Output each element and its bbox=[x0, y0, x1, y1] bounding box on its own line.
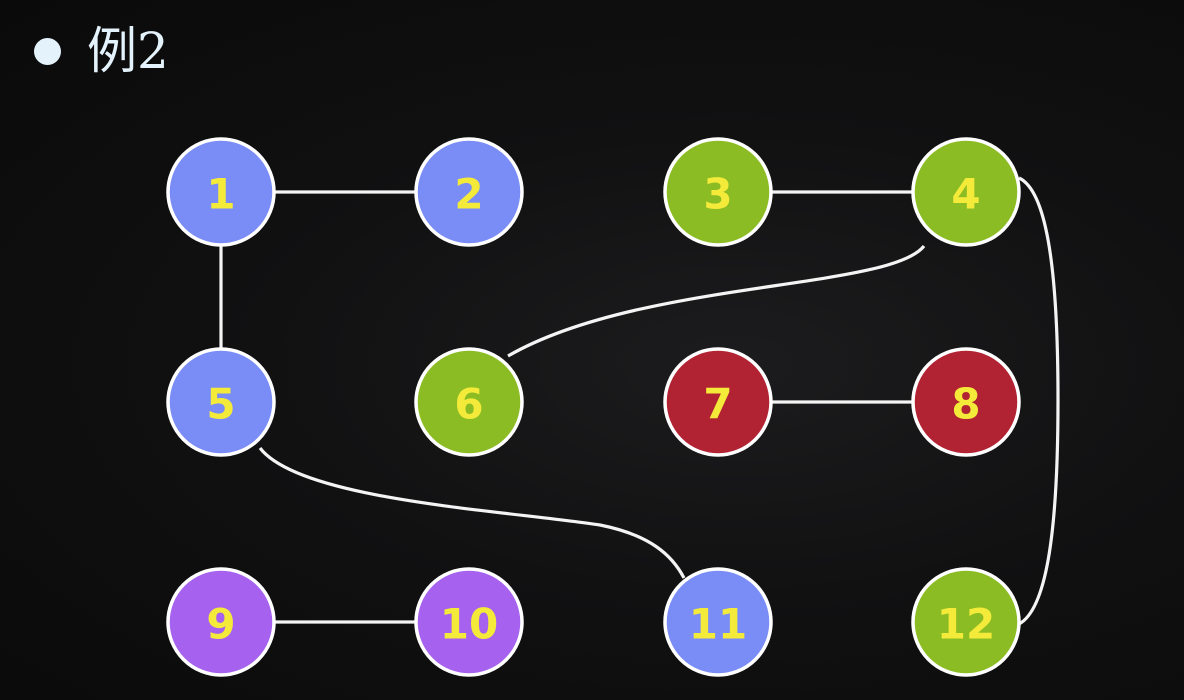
node-circle bbox=[414, 137, 524, 247]
node-6: 6 bbox=[414, 347, 524, 457]
edge-4-6 bbox=[507, 244, 926, 358]
bullet-icon bbox=[34, 37, 61, 65]
node-label: 12 bbox=[937, 600, 995, 649]
node-12: 12 bbox=[911, 567, 1021, 677]
node-circle bbox=[414, 347, 524, 457]
node-label: 1 bbox=[206, 170, 235, 219]
node-label: 7 bbox=[703, 380, 732, 429]
node-9: 9 bbox=[166, 567, 276, 677]
node-label: 2 bbox=[454, 170, 483, 219]
node-1: 1 bbox=[166, 137, 276, 247]
title-text: 例2 bbox=[87, 22, 169, 80]
node-circle bbox=[166, 567, 276, 677]
node-8: 8 bbox=[911, 347, 1021, 457]
node-label: 11 bbox=[689, 600, 747, 649]
node-7: 7 bbox=[663, 347, 773, 457]
node-10: 10 bbox=[414, 567, 524, 677]
node-2: 2 bbox=[414, 137, 524, 247]
node-label: 10 bbox=[440, 600, 498, 649]
node-circle bbox=[663, 137, 773, 247]
node-circle bbox=[911, 567, 1021, 677]
node-circle bbox=[911, 137, 1021, 247]
node-circle bbox=[663, 347, 773, 457]
node-label: 9 bbox=[206, 600, 235, 649]
edge-4-12 bbox=[1018, 176, 1060, 626]
node-label: 8 bbox=[951, 380, 980, 429]
node-label: 3 bbox=[703, 170, 732, 219]
node-circle bbox=[663, 567, 773, 677]
node-3: 3 bbox=[663, 137, 773, 247]
node-4: 4 bbox=[911, 137, 1021, 247]
node-label: 5 bbox=[206, 380, 235, 429]
node-circle bbox=[414, 567, 524, 677]
edge-5-11 bbox=[258, 447, 686, 579]
node-circle bbox=[166, 347, 276, 457]
node-label: 4 bbox=[951, 170, 980, 219]
node-label: 6 bbox=[454, 380, 483, 429]
node-circle bbox=[911, 347, 1021, 457]
slide-title: 例2 bbox=[34, 26, 169, 76]
node-circle bbox=[166, 137, 276, 247]
node-11: 11 bbox=[663, 567, 773, 677]
node-5: 5 bbox=[166, 347, 276, 457]
